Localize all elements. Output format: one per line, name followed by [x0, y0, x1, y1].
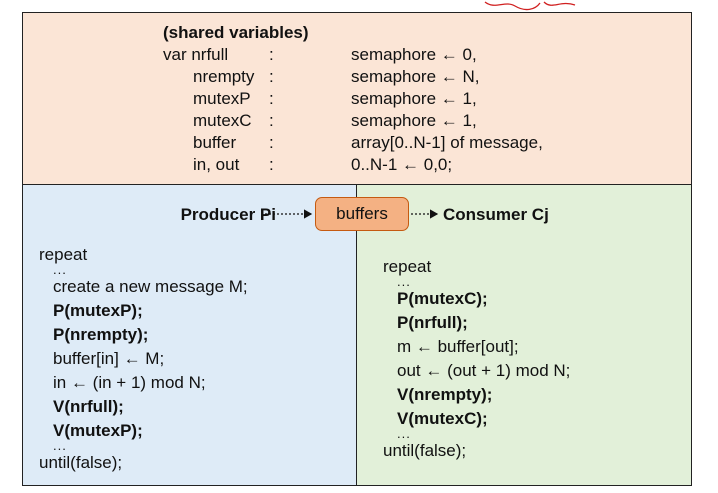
- producer-code-line: V(nrfull);: [53, 397, 124, 416]
- consumer-code-line: V(nrempty);: [397, 385, 493, 404]
- producer-code-line: create a new message M;: [53, 277, 248, 296]
- buffers-label: buffers: [336, 204, 388, 223]
- var-type-buffer: array[0..N-1] of message,: [351, 133, 543, 152]
- var-name-mutexc: mutexC: [193, 111, 252, 130]
- var-name-nrempty: nrempty: [193, 67, 255, 86]
- var-colon: :: [269, 45, 274, 64]
- producer-ellipsis: ...: [53, 262, 67, 277]
- buffers-box: buffers: [315, 197, 409, 231]
- consumer-code-line: until(false);: [383, 441, 467, 460]
- producer-code-line: buffer[in] ← M;: [53, 349, 165, 368]
- consumer-panel: Consumer Cj repeat ... P(mutexC); P(nrfu…: [357, 185, 691, 485]
- consumer-code-line: out ← (out + 1) mod N;: [397, 361, 571, 380]
- var-type-nrfull: semaphore ← 0,: [351, 45, 477, 64]
- var-name-buffer: buffer: [193, 133, 237, 152]
- consumer-code-line: m ← buffer[out];: [397, 337, 519, 356]
- shared-variables-title: (shared variables): [163, 23, 309, 42]
- producer-code-line: in ← (in + 1) mod N;: [53, 373, 206, 392]
- producer-code-line: repeat: [39, 245, 88, 264]
- consumer-code-line: P(mutexC);: [397, 289, 488, 308]
- var-colon: :: [269, 133, 274, 152]
- var-colon: :: [269, 89, 274, 108]
- consumer-ellipsis: ...: [397, 426, 411, 441]
- consumer-label: Consumer Cj: [443, 205, 549, 224]
- consumer-code-line: V(mutexC);: [397, 409, 488, 428]
- var-name-mutexp: mutexP: [193, 89, 251, 108]
- var-type-mutexp: semaphore ← 1,: [351, 89, 477, 108]
- producer-panel: Producer Pi repeat ... create a new mess…: [23, 185, 357, 485]
- consumer-code-line: repeat: [383, 257, 432, 276]
- var-colon: :: [269, 155, 274, 174]
- var-colon: :: [269, 67, 274, 86]
- var-type-in-out: 0..N-1 ← 0,0;: [351, 155, 453, 174]
- producer-code-line: P(mutexP);: [53, 301, 143, 320]
- producer-code-line: P(nrempty);: [53, 325, 149, 344]
- diagram-frame: (shared variables) var nrfull : semaphor…: [22, 12, 692, 486]
- producer-code-line: V(mutexP);: [53, 421, 143, 440]
- consumer-code-line: P(nrfull);: [397, 313, 468, 332]
- var-colon: :: [269, 111, 274, 130]
- consumer-ellipsis: ...: [397, 274, 411, 289]
- var-name-in-out: in, out: [193, 155, 240, 174]
- var-type-mutexc: semaphore ← 1,: [351, 111, 477, 130]
- producer-label: Producer Pi: [180, 205, 276, 224]
- producer-ellipsis: ...: [53, 438, 67, 453]
- var-name-nrfull: var nrfull: [163, 45, 229, 64]
- shared-variables-panel: (shared variables) var nrfull : semaphor…: [23, 13, 691, 185]
- red-scribble-mark: [484, 1, 576, 11]
- producer-code-line: until(false);: [39, 453, 123, 472]
- var-type-nrempty: semaphore ← N,: [351, 67, 480, 86]
